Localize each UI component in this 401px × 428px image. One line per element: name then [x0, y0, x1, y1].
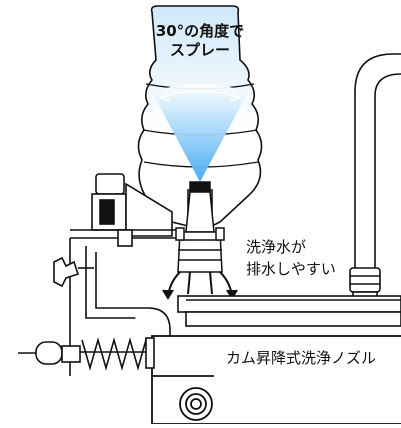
- bottle-label-line1: 30°の角度で: [155, 22, 245, 40]
- drain-label-line1: 洗浄水が: [246, 238, 307, 256]
- spray-cone: [152, 84, 248, 182]
- bottle-label-line2: スプレー: [169, 41, 230, 59]
- vertical-pipe: [354, 53, 401, 268]
- nozzle-tip: [175, 181, 225, 273]
- spring-plunger: [18, 337, 155, 371]
- roller: [179, 387, 213, 421]
- drain-arrows: [162, 271, 238, 300]
- drain-label-line2: 排水しやすい: [246, 260, 336, 278]
- manifold: [177, 295, 401, 327]
- nozzle-label: カム昇降式洗浄ノズル: [226, 349, 377, 367]
